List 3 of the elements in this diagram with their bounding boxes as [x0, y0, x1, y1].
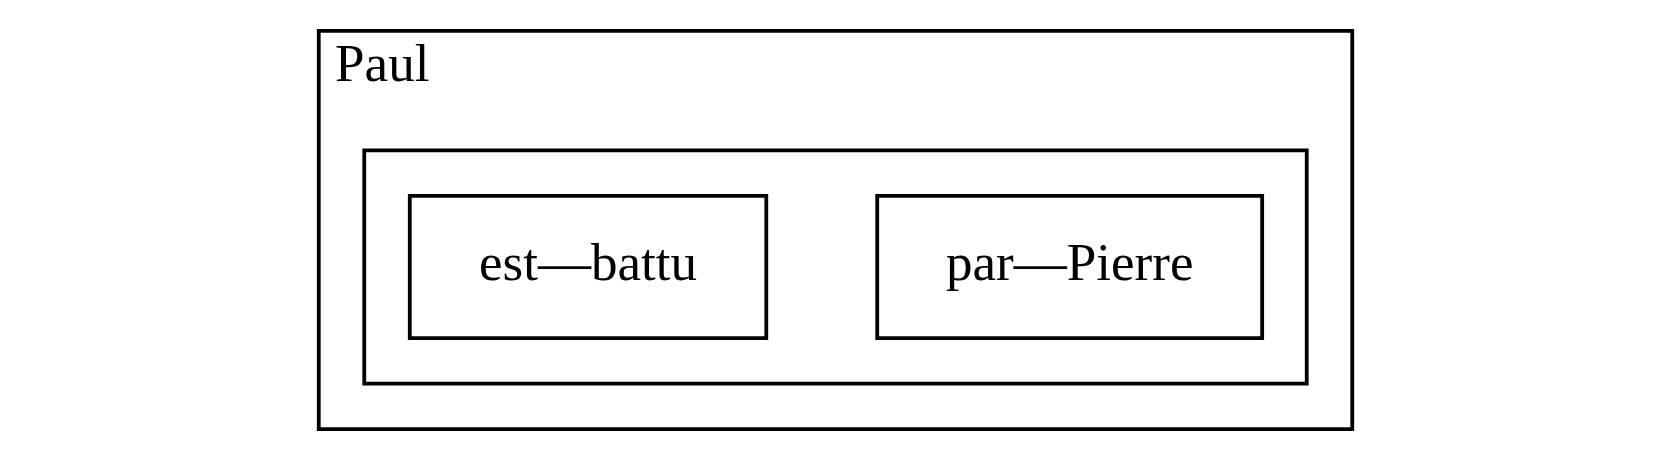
cluster [362, 148, 1309, 386]
node-box: est—battu [407, 193, 769, 340]
node-box: par—Pierre [875, 193, 1265, 340]
